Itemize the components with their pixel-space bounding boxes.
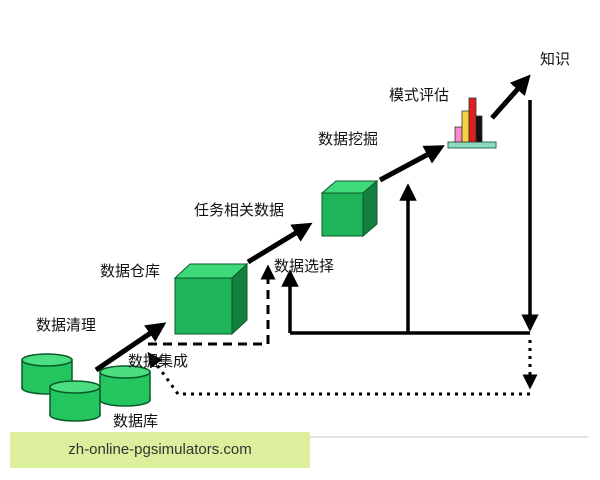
arrow-task-to-mining [378, 145, 445, 183]
database-cylinder-3 [99, 365, 151, 407]
divider-line [310, 436, 588, 438]
watermark-banner: zh-online-pgsimulators.com [10, 432, 310, 468]
label-task-relevant-data: 任务相关数据 [194, 201, 285, 219]
label-data-cleaning: 数据清理 [36, 316, 97, 334]
label-data-selection: 数据选择 [274, 257, 335, 275]
database-cylinders [21, 353, 151, 422]
watermark-text: zh-online-pgsimulators.com [68, 441, 252, 458]
pattern-chart-icon [447, 97, 497, 149]
arrow-chart-to-knowledge [490, 74, 531, 120]
feedback-arrows [281, 100, 539, 335]
label-data-warehouse: 数据仓库 [100, 262, 161, 280]
arrow-db-to-warehouse [94, 322, 167, 373]
label-knowledge: 知识 [540, 50, 571, 68]
label-data-integration: 数据集成 [128, 352, 189, 370]
database-cylinder-2 [49, 380, 101, 422]
arrow-warehouse-to-task [246, 222, 313, 265]
process-arrows [94, 74, 531, 373]
label-pattern-evaluation: 模式评估 [389, 86, 450, 104]
label-databases: 数据库 [113, 412, 159, 430]
data-warehouse-cube [173, 262, 249, 336]
task-relevant-data-cube [320, 179, 379, 238]
dashed-integration-path [148, 264, 276, 346]
dotted-feedback-path [147, 340, 538, 396]
label-data-mining: 数据挖掘 [318, 130, 379, 148]
